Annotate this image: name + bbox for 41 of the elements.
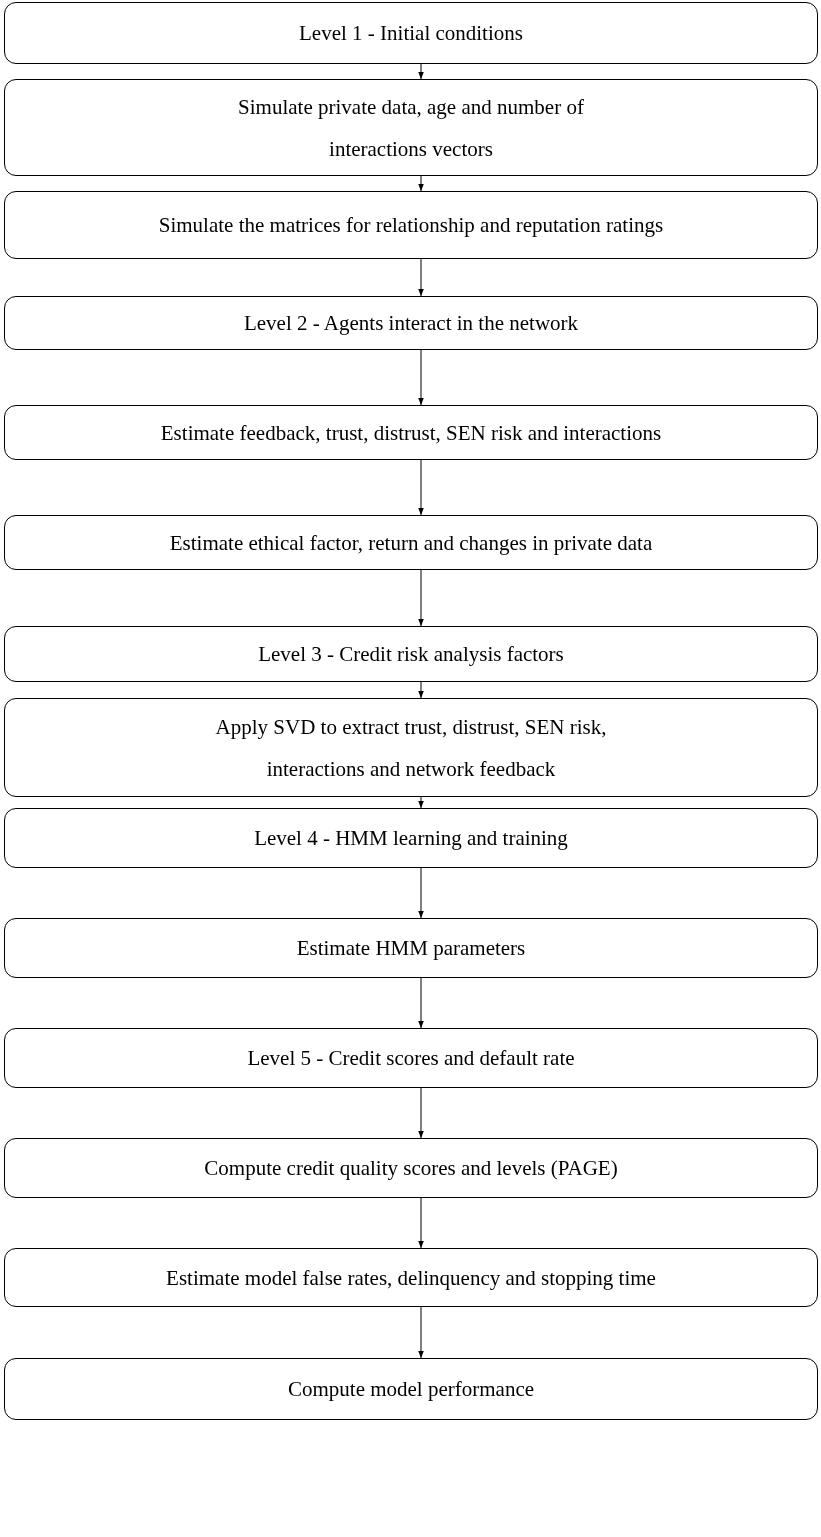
arrow xyxy=(418,1306,424,1359)
arrow xyxy=(418,796,424,809)
arrow xyxy=(418,459,424,516)
arrow xyxy=(418,349,424,406)
arrow xyxy=(418,681,424,699)
step-text: Estimate model false rates, delinquency and stopping time xyxy=(166,1264,656,1292)
step-text: Simulate the matrices for relationship and reputation ratings xyxy=(158,212,664,239)
arrow xyxy=(418,63,424,80)
process-box xyxy=(4,1138,818,1198)
arrow xyxy=(418,569,424,627)
step-text: Compute credit quality scores and levels (PAGE) xyxy=(204,1155,618,1182)
step-text: Level 3 - Credit risk analysis factors xyxy=(258,641,564,668)
arrow xyxy=(418,175,424,192)
arrow xyxy=(418,1197,424,1249)
step-text: Estimate ethical factor, return and changes in private data xyxy=(169,529,653,557)
process-box xyxy=(4,405,818,460)
step-text: Estimate HMM parameters xyxy=(296,935,526,962)
arrow xyxy=(418,1087,424,1139)
step-text: Apply SVD to extract trust, distrust, SEN risk, interactions and network feedback xyxy=(214,713,608,783)
arrow xyxy=(418,258,424,297)
step-text: Simulate private data, age and number of interactions vectors xyxy=(237,93,585,163)
process-box xyxy=(4,515,818,570)
arrow xyxy=(418,867,424,919)
arrow xyxy=(418,977,424,1029)
process-box xyxy=(4,79,818,176)
step-text: Estimate feedback, trust, distrust, SEN risk and interactions xyxy=(160,419,662,447)
process-box xyxy=(4,1358,818,1420)
step-text: Level 4 - HMM learning and training xyxy=(254,825,568,852)
process-box xyxy=(4,191,818,259)
process-box xyxy=(4,698,818,797)
process-box xyxy=(4,2,818,64)
step-text: Level 1 - Initial conditions xyxy=(299,20,523,47)
step-text: Compute model performance xyxy=(287,1376,535,1403)
process-box xyxy=(4,626,818,682)
step-text: Level 2 - Agents interact in the network xyxy=(243,310,579,337)
step-text: Level 5 - Credit scores and default rate xyxy=(247,1045,575,1072)
process-box xyxy=(4,296,818,350)
process-box xyxy=(4,808,818,868)
process-box xyxy=(4,1028,818,1088)
process-box xyxy=(4,1248,818,1307)
process-box xyxy=(4,918,818,978)
